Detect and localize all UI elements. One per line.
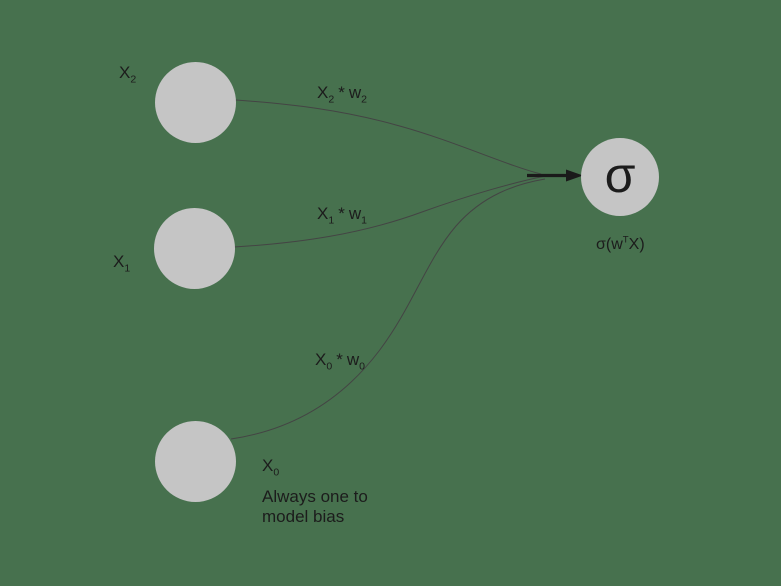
- edge-label-x1w1-x: X: [317, 204, 329, 223]
- output-node: σ: [581, 138, 659, 216]
- edge-label-x2w2-wsub: 2: [361, 93, 367, 106]
- edge-label-x0w0-w: w: [346, 350, 360, 369]
- edge-label-x0w0-wsub: 0: [359, 360, 365, 373]
- output-formula: σ(wTX): [596, 235, 645, 255]
- bias-annotation-line2: model bias: [262, 507, 345, 526]
- input-node-x2: [155, 62, 236, 143]
- output-formula-pre: σ(w: [596, 236, 623, 253]
- input-label-x1: X1: [113, 252, 131, 275]
- edge-label-x1w1-w: w: [348, 204, 362, 223]
- input-label-x0: X0: [262, 456, 280, 479]
- edge-label-x0w0-x: X: [315, 350, 327, 369]
- edge-label-x2w2-xsub: 2: [328, 93, 335, 106]
- sigma-symbol: σ: [604, 147, 636, 203]
- edge-label-x2w2: X2*w2: [317, 83, 367, 106]
- input-label-x1-base: X: [113, 252, 125, 271]
- edge-x0-curve: [230, 178, 546, 440]
- input-label-x2-sub: 2: [130, 73, 137, 86]
- edge-label-x1w1-wsub: 1: [361, 214, 367, 227]
- edge-label-x1w1-op: *: [338, 204, 345, 223]
- input-label-x2: X2: [119, 63, 137, 86]
- edge-label-x2w2-w: w: [348, 83, 362, 102]
- input-node-x1: [154, 208, 235, 289]
- output-formula-post: X): [628, 236, 645, 253]
- arrow-head-icon: [566, 169, 583, 182]
- edge-label-x0w0-xsub: 0: [326, 360, 333, 373]
- edge-label-x1w1-xsub: 1: [328, 214, 335, 227]
- bias-annotation: Always one to model bias: [262, 487, 368, 527]
- edge-label-x1w1: X1*w1: [317, 204, 367, 227]
- input-label-x2-base: X: [119, 63, 131, 82]
- input-label-x1-sub: 1: [124, 262, 131, 275]
- edge-x1-curve: [233, 176, 544, 248]
- edge-x2-curve: [235, 99, 542, 175]
- input-node-x0: [155, 421, 236, 502]
- edge-label-x0w0-op: *: [336, 350, 343, 369]
- arrow: [527, 169, 583, 182]
- bias-annotation-line1: Always one to: [262, 487, 368, 506]
- edge-label-x0w0: X0*w0: [315, 350, 365, 373]
- input-label-x0-sub: 0: [273, 466, 280, 479]
- edge-label-x2w2-op: *: [338, 83, 345, 102]
- edge-label-x2w2-x: X: [317, 83, 329, 102]
- input-label-x0-base: X: [262, 456, 274, 475]
- output-formula-sup: T: [622, 234, 629, 246]
